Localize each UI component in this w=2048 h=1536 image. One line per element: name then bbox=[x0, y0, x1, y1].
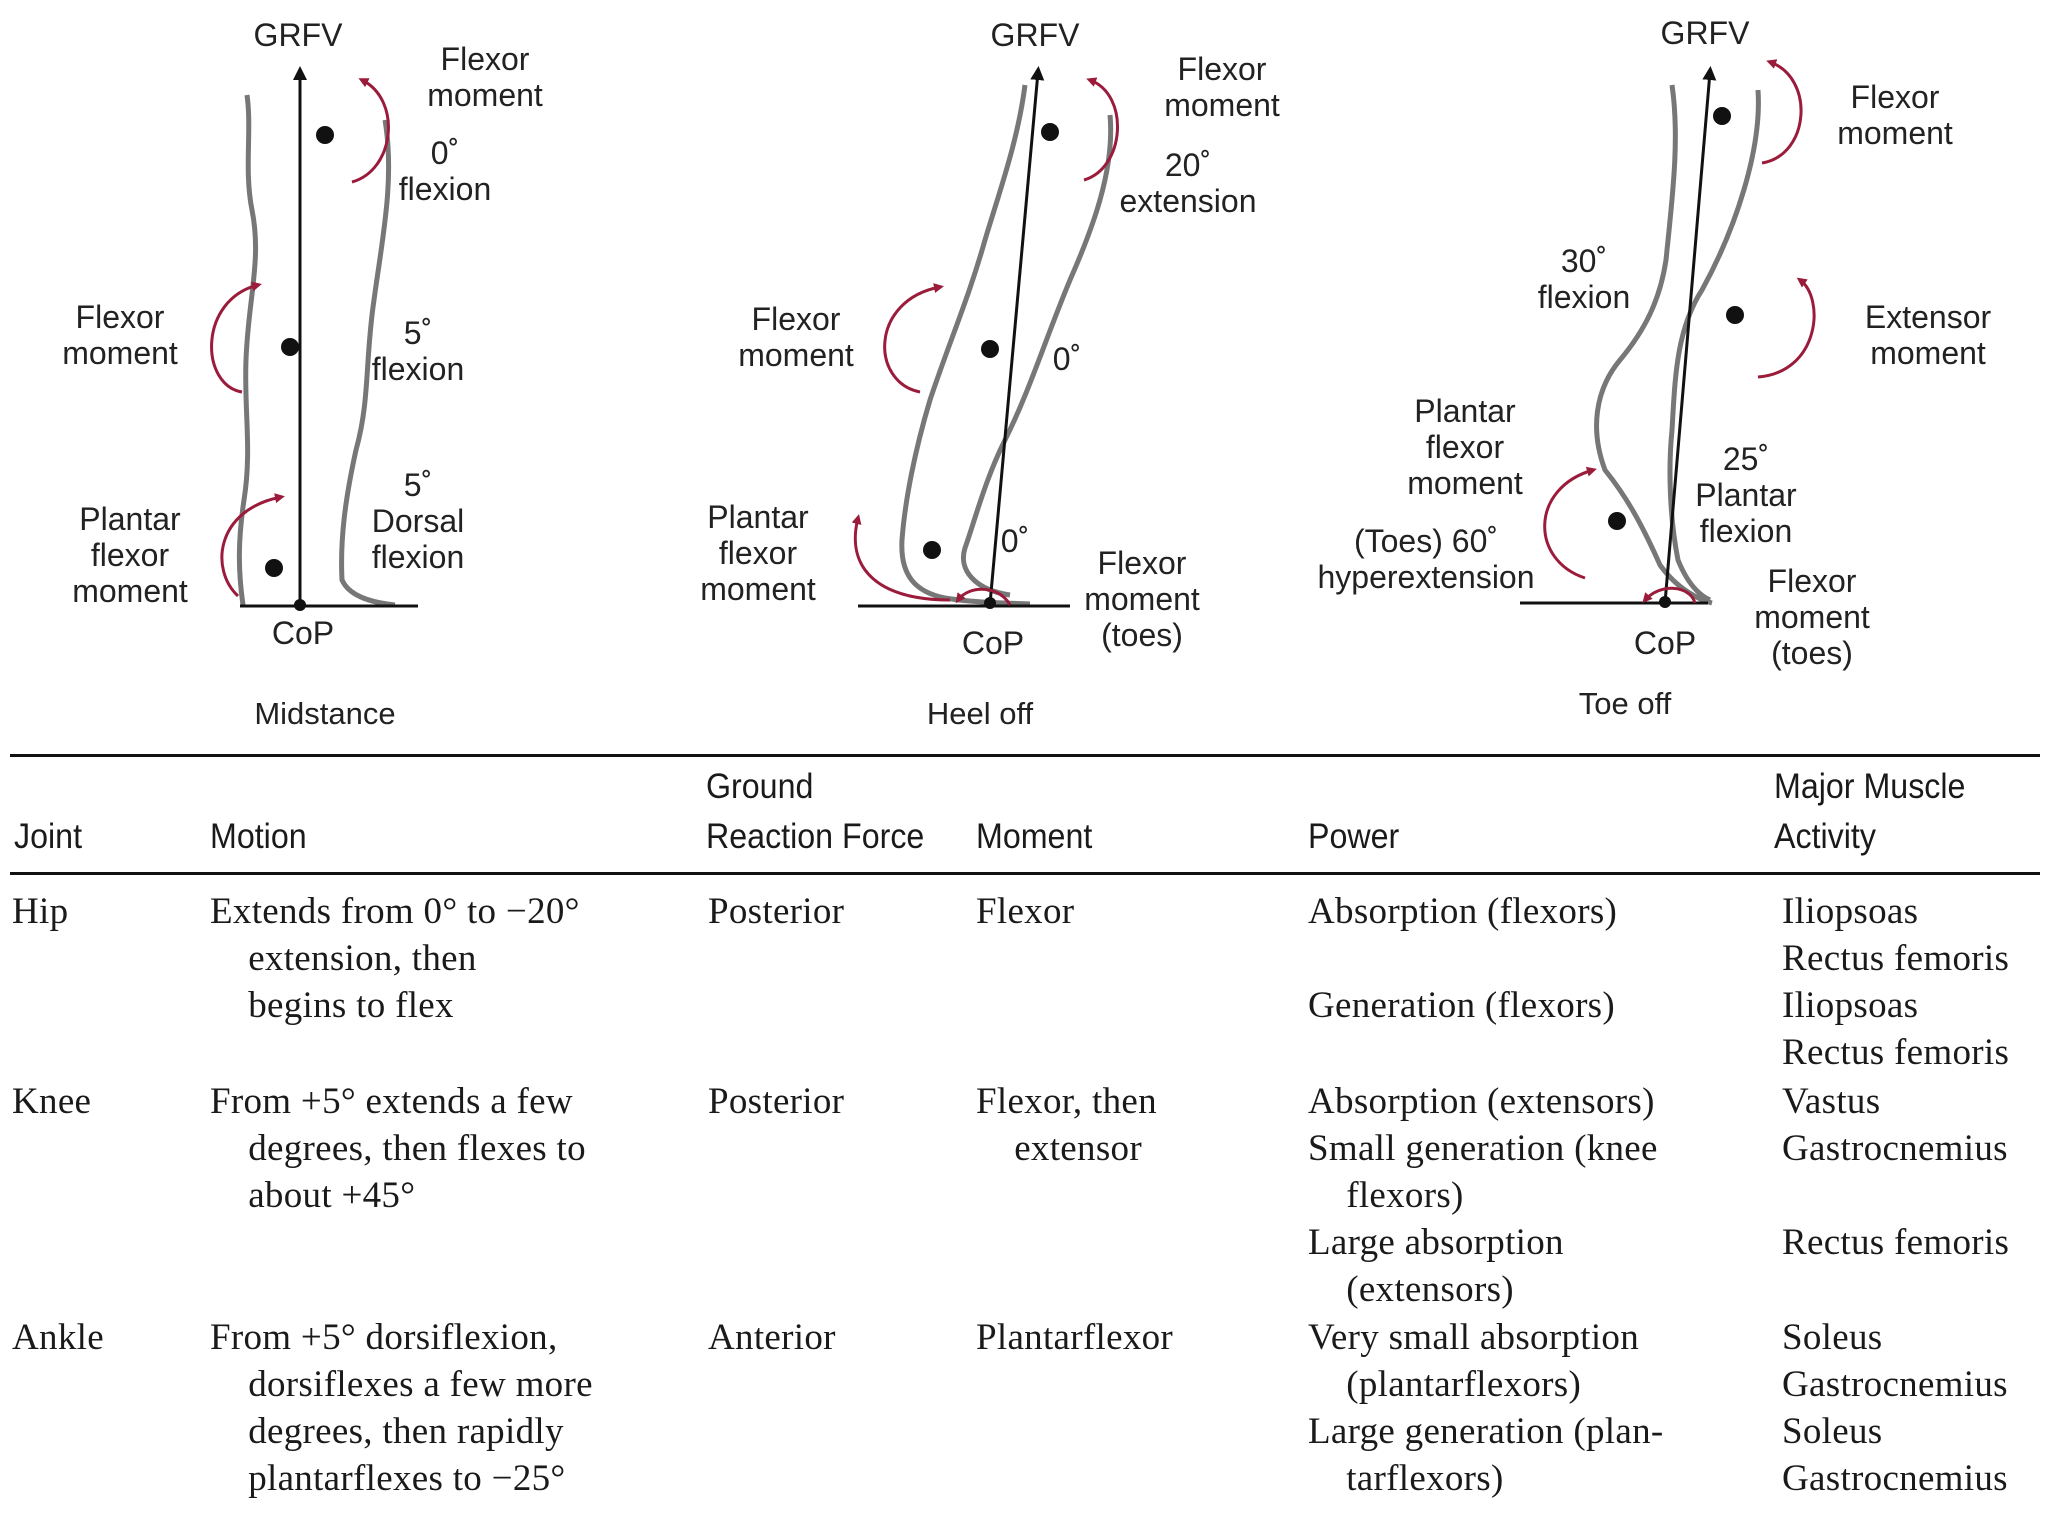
phase-caption: Toe off bbox=[1579, 686, 1672, 721]
knee-angle-label: 0˚ bbox=[1053, 341, 1081, 377]
cell-muscle: Soleus Gastrocnemius Soleus Gastrocnemiu… bbox=[1782, 1317, 2008, 1499]
ankle-moment-arrow bbox=[1543, 466, 1597, 580]
knee-moment-arrow bbox=[1757, 277, 1816, 379]
table-header-rule bbox=[10, 872, 2040, 875]
leg-outline-front bbox=[1594, 84, 1713, 606]
header-moment: Moment bbox=[976, 817, 1093, 856]
hip-moment-arrow bbox=[1761, 59, 1803, 165]
knee-moment-arrow bbox=[883, 283, 944, 394]
cell-joint: Knee bbox=[12, 1081, 92, 1122]
cell-moment: Plantarflexor bbox=[976, 1317, 1174, 1358]
cell-grf: Posterior bbox=[708, 891, 845, 932]
cell-muscle: Vastus Gastrocnemius Rectus femoris bbox=[1782, 1081, 2010, 1263]
cop-point bbox=[294, 599, 306, 611]
hip-joint-dot bbox=[1041, 123, 1059, 141]
leg-outline-back bbox=[339, 119, 396, 608]
leg-outline-back bbox=[961, 114, 1114, 598]
ankle-joint-dot bbox=[923, 541, 941, 559]
cell-motion: Extends from 0° to −20° extension, then … bbox=[210, 891, 580, 1026]
toe-moment-arrow bbox=[955, 587, 1012, 606]
phase-caption: Midstance bbox=[254, 696, 395, 731]
cell-muscle: Iliopsoas Rectus femoris Iliopsoas Rectu… bbox=[1782, 891, 2010, 1073]
header-muscle: Major Muscle Activity bbox=[1774, 767, 1966, 856]
header-power: Power bbox=[1308, 817, 1400, 856]
phase-caption: Heel off bbox=[927, 696, 1034, 731]
cell-grf: Posterior bbox=[708, 1081, 845, 1122]
toe-angle-label: (Toes) 60˚hyperextension bbox=[1317, 523, 1534, 595]
knee-joint-dot bbox=[981, 340, 999, 358]
leg-outline-back bbox=[1667, 89, 1761, 603]
hip-moment-arrow bbox=[351, 78, 390, 184]
header-joint: Joint bbox=[14, 817, 83, 856]
cell-moment: Flexor bbox=[976, 891, 1075, 932]
ankle-moment-arrow bbox=[220, 493, 285, 598]
grfv-arrow bbox=[1663, 66, 1717, 604]
cell-moment: Flexor, then extensor bbox=[976, 1081, 1157, 1169]
knee-joint-dot bbox=[1726, 306, 1744, 324]
table-top-rule bbox=[10, 754, 2040, 757]
cell-power: Absorption (flexors) Generation (flexors… bbox=[1308, 891, 1618, 1026]
ankle-joint-dot bbox=[1608, 512, 1626, 530]
grfv-label: GRFV bbox=[991, 17, 1081, 53]
cell-power: Absorption (extensors) Small generation … bbox=[1308, 1081, 1658, 1310]
cop-point bbox=[984, 597, 996, 609]
knee-moment-arrow bbox=[210, 281, 262, 394]
cell-joint: Hip bbox=[12, 891, 69, 932]
cop-point bbox=[1659, 596, 1671, 608]
cop-label: CoP bbox=[1634, 625, 1696, 661]
grfv-label: GRFV bbox=[1661, 15, 1751, 51]
header-motion: Motion bbox=[210, 817, 307, 856]
grfv-label: GRFV bbox=[254, 17, 344, 53]
cell-motion: From +5° extends a few degrees, then fle… bbox=[210, 1081, 586, 1216]
ankle-angle-label: 0˚ bbox=[1001, 523, 1029, 559]
cell-grf: Anterior bbox=[708, 1317, 836, 1358]
ankle-moment-arrow bbox=[851, 514, 951, 602]
ankle-joint-dot bbox=[265, 559, 283, 577]
knee-joint-dot bbox=[281, 338, 299, 356]
header-grf: Ground Reaction Force bbox=[706, 767, 925, 856]
cell-power: Very small absorption (plantarflexors) L… bbox=[1308, 1317, 1664, 1499]
hip-joint-dot bbox=[1713, 107, 1731, 125]
knee-angle-label: 5˚flexion bbox=[372, 315, 465, 387]
cell-motion: From +5° dorsiflexion, dorsiflexes a few… bbox=[210, 1317, 593, 1499]
hip-angle-label: 30˚flexion bbox=[1538, 243, 1631, 315]
leg-outline-front bbox=[899, 84, 1031, 607]
toe-moment-arrow bbox=[1642, 586, 1697, 604]
hip-joint-dot bbox=[316, 126, 334, 144]
cell-joint: Ankle bbox=[12, 1317, 104, 1358]
hip-angle-label: 0˚flexion bbox=[399, 135, 492, 207]
leg-outline-front bbox=[236, 94, 259, 606]
hip-angle-label: 20˚extension bbox=[1120, 147, 1257, 219]
grfv-arrow bbox=[988, 66, 1045, 605]
cop-label: CoP bbox=[272, 615, 334, 651]
cop-label: CoP bbox=[962, 625, 1024, 661]
hip-moment-arrow bbox=[1083, 77, 1120, 182]
